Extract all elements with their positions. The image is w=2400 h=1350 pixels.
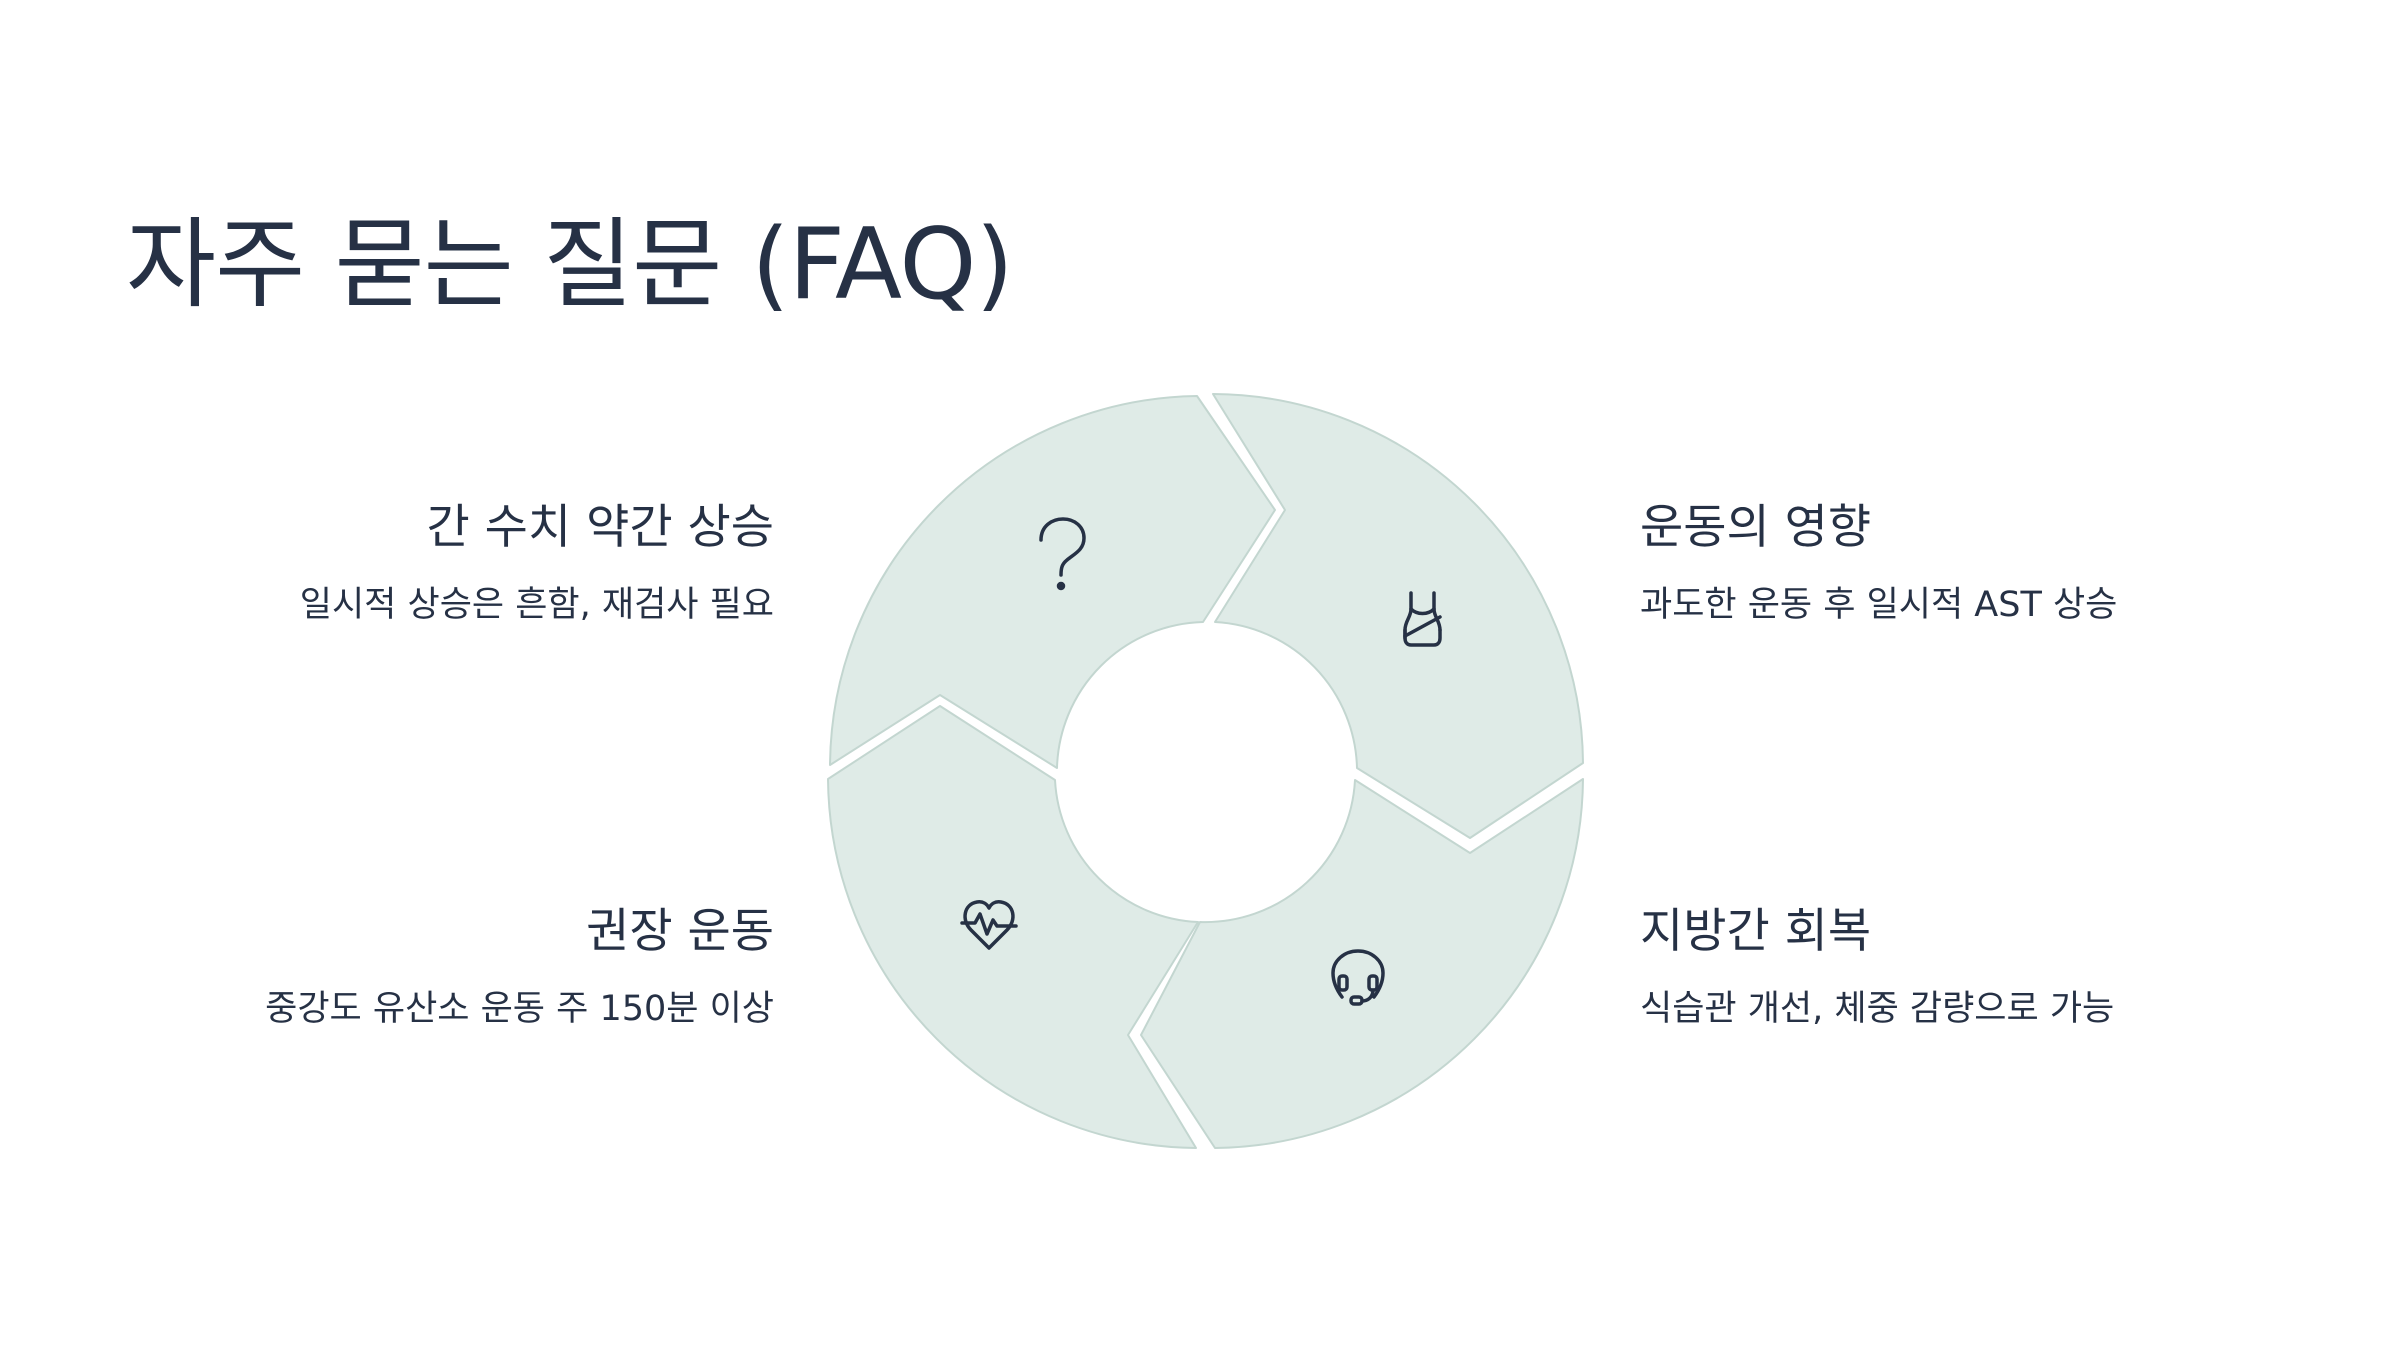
page-title: 자주 묻는 질문 (FAQ): [126, 208, 1014, 322]
faq-item-top-right: 운동의 영향 과도한 운동 후 일시적 AST 상승: [1640, 498, 2260, 628]
faq-item-bottom-left: 권장 운동 중강도 유산소 운동 주 150분 이상: [154, 902, 774, 1032]
faq-item-title: 간 수치 약간 상승: [426, 500, 775, 555]
faq-item-description: 일시적 상승은 흔함, 재검사 필요: [299, 585, 774, 625]
cycle-segment-top-right: [1212, 393, 1584, 839]
faq-item-title: 운동의 영향: [1640, 500, 1872, 555]
heartbeat-icon: [960, 900, 1018, 950]
faq-item-bottom-right: 지방간 회복 식습관 개선, 체중 감량으로 가능: [1640, 902, 2260, 1032]
faq-item-title: 지방간 회복: [1640, 904, 1872, 959]
faq-item-top-left: 간 수치 약간 상승 일시적 상승은 흔함, 재검사 필요: [154, 498, 774, 628]
cycle-segment-bottom-right: [1140, 778, 1584, 1149]
faq-item-description: 중강도 유산소 운동 주 150분 이상: [265, 989, 774, 1029]
headset-icon: [1331, 949, 1385, 1006]
tank-top-icon: [1403, 591, 1442, 647]
faq-item-description: 식습관 개선, 체중 감량으로 가능: [1640, 989, 2115, 1029]
cycle-segment-top-left: [829, 395, 1276, 769]
faq-item-description: 과도한 운동 후 일시적 AST 상승: [1640, 585, 2118, 625]
faq-item-title: 권장 운동: [586, 904, 774, 959]
question-mark-icon: [1039, 517, 1086, 591]
